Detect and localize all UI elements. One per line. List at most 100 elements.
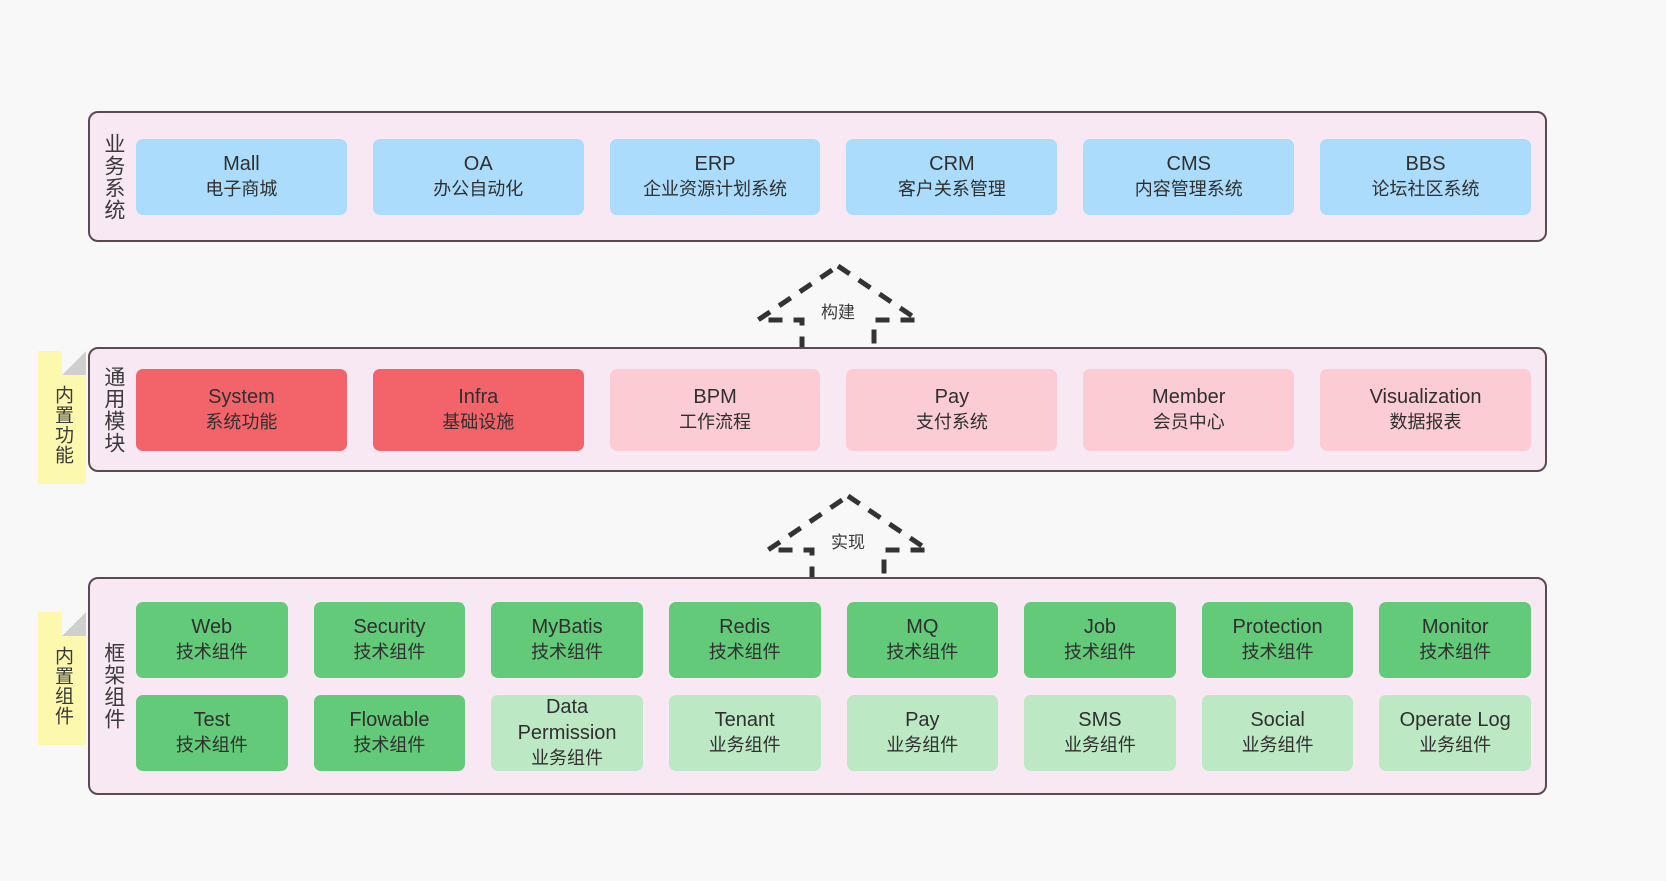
module-box-flowable[interactable]: Flowable 技术组件: [313, 694, 466, 771]
module-box-member[interactable]: Member 会员中心: [1083, 368, 1295, 451]
module-name-en: ERP: [694, 153, 736, 176]
module-name-cn: 业务组件: [708, 734, 781, 755]
module-name-en: Operate Log: [1399, 709, 1511, 732]
module-name-en: BPM: [693, 386, 737, 409]
layer-title-framework: 框架组件: [101, 642, 125, 730]
module-name-en: Infra: [458, 386, 499, 409]
module-name-en: Visualization: [1369, 386, 1482, 409]
module-name-cn: 业务组件: [1419, 734, 1492, 755]
module-name-cn: 企业资源计划系统: [643, 178, 788, 199]
module-box-oa[interactable]: OA 办公自动化: [372, 138, 584, 215]
module-name-cn: 技术组件: [1241, 641, 1314, 662]
module-box-data-permission[interactable]: Data Permission 业务组件: [491, 694, 643, 771]
layer-business-systems: 业务系统 Mall 电子商城 OA 办公自动化 ERP 企业资源计划系统 CRM…: [88, 111, 1547, 242]
layer-body-business: Mall 电子商城 OA 办公自动化 ERP 企业资源计划系统 CRM 客户关系…: [136, 113, 1545, 240]
module-name-cn: 工作流程: [679, 411, 752, 432]
module-name-en: Pay: [905, 709, 940, 732]
connector-realize: 实现: [758, 488, 938, 588]
module-name-cn: 支付系统: [915, 411, 988, 432]
module-name-cn: 论坛社区系统: [1371, 178, 1480, 199]
module-name-en: Pay: [934, 386, 970, 409]
dashed-hollow-arrow-up-icon: [749, 262, 927, 357]
module-box-security[interactable]: Security 技术组件: [313, 601, 466, 678]
box-row: Test 技术组件 Flowable 技术组件 Data Permission …: [136, 694, 1531, 771]
module-box-redis[interactable]: Redis 技术组件: [668, 601, 821, 678]
module-box-sms[interactable]: SMS 业务组件: [1024, 694, 1176, 771]
module-name-en: Member: [1152, 386, 1226, 409]
module-name-cn: 业务组件: [1063, 734, 1136, 755]
layer-framework-components: 框架组件 Web 技术组件 Security 技术组件 MyBatis 技术组件…: [88, 577, 1547, 795]
dashed-hollow-arrow-up-icon: [759, 492, 937, 587]
module-name-en: MQ: [906, 616, 939, 639]
module-box-social[interactable]: Social 业务组件: [1201, 694, 1354, 771]
module-box-visualization[interactable]: Visualization 数据报表: [1320, 368, 1531, 451]
sticky-note-label: 内置功能: [52, 384, 74, 465]
module-box-web[interactable]: Web 技术组件: [136, 601, 288, 678]
module-name-en: Test: [193, 709, 231, 732]
layer-title-common: 通用模块: [101, 365, 125, 454]
module-box-system[interactable]: System 系统功能: [136, 368, 347, 451]
module-name-en: Protection: [1232, 616, 1323, 639]
module-name-cn: 会员中心: [1152, 411, 1225, 432]
module-box-mybatis[interactable]: MyBatis 技术组件: [491, 601, 643, 678]
sticky-note-label: 内置组件: [52, 645, 74, 726]
module-name-cn: 技术组件: [353, 734, 426, 755]
module-name-cn: 内容管理系统: [1134, 178, 1243, 199]
box-row: Mall 电子商城 OA 办公自动化 ERP 企业资源计划系统 CRM 客户关系…: [136, 138, 1531, 215]
module-box-monitor[interactable]: Monitor 技术组件: [1379, 601, 1531, 678]
module-name-en: SMS: [1078, 709, 1122, 732]
module-box-erp[interactable]: ERP 企业资源计划系统: [609, 138, 821, 215]
module-box-operate-log[interactable]: Operate Log 业务组件: [1379, 694, 1531, 771]
module-name-cn: 技术组件: [708, 641, 781, 662]
module-box-test[interactable]: Test 技术组件: [136, 694, 288, 771]
module-box-bpm[interactable]: BPM 工作流程: [609, 368, 821, 451]
sticky-note-builtin-features: 内置功能: [38, 351, 86, 484]
module-name-en: System: [208, 386, 275, 409]
module-name-cn: 技术组件: [886, 641, 959, 662]
module-box-cms[interactable]: CMS 内容管理系统: [1083, 138, 1295, 215]
connector-build: 构建: [748, 258, 928, 358]
module-name-cn: 电子商城: [205, 178, 278, 199]
box-row: System 系统功能 Infra 基础设施 BPM 工作流程 Pay 支付系统…: [136, 368, 1531, 451]
module-name-cn: 客户关系管理: [897, 178, 1006, 199]
module-box-crm[interactable]: CRM 客户关系管理: [846, 138, 1058, 215]
module-name-cn: 基础设施: [442, 411, 515, 432]
module-box-pay[interactable]: Pay 支付系统: [846, 368, 1058, 451]
module-name-cn: 技术组件: [1419, 641, 1492, 662]
module-name-en: BBS: [1405, 153, 1446, 176]
layer-common-modules: 通用模块 System 系统功能 Infra 基础设施 BPM 工作流程 Pay…: [88, 347, 1547, 472]
module-name-en: CRM: [929, 153, 975, 176]
module-name-en: Mall: [223, 153, 260, 176]
module-box-pay-component[interactable]: Pay 业务组件: [846, 694, 999, 771]
module-name-en: Job: [1083, 616, 1117, 639]
module-box-bbs[interactable]: BBS 论坛社区系统: [1320, 138, 1531, 215]
module-name-en: Web: [191, 616, 233, 639]
module-name-cn: 技术组件: [353, 641, 426, 662]
module-name-en: MyBatis: [531, 616, 603, 639]
module-box-protection[interactable]: Protection 技术组件: [1201, 601, 1354, 678]
module-name-en: Redis: [719, 616, 771, 639]
module-name-en: Monitor: [1421, 616, 1489, 639]
module-name-cn: 业务组件: [886, 734, 959, 755]
module-name-cn: 办公自动化: [433, 178, 524, 199]
layer-body-framework: Web 技术组件 Security 技术组件 MyBatis 技术组件 Redi…: [136, 579, 1545, 793]
module-box-job[interactable]: Job 技术组件: [1024, 601, 1176, 678]
module-box-mall[interactable]: Mall 电子商城: [136, 138, 347, 215]
module-name-cn: 数据报表: [1389, 411, 1462, 432]
module-box-infra[interactable]: Infra 基础设施: [372, 368, 584, 451]
box-row: Web 技术组件 Security 技术组件 MyBatis 技术组件 Redi…: [136, 601, 1531, 678]
module-name-en: Data Permission: [517, 696, 617, 744]
module-name-cn: 技术组件: [175, 641, 248, 662]
module-box-mq[interactable]: MQ 技术组件: [846, 601, 999, 678]
module-name-cn: 业务组件: [531, 747, 604, 768]
module-box-tenant[interactable]: Tenant 业务组件: [668, 694, 821, 771]
module-name-cn: 技术组件: [531, 641, 604, 662]
layer-body-common: System 系统功能 Infra 基础设施 BPM 工作流程 Pay 支付系统…: [136, 349, 1545, 470]
sticky-note-builtin-components: 内置组件: [38, 612, 86, 745]
module-name-en: OA: [463, 153, 493, 176]
module-name-en: CMS: [1166, 153, 1211, 176]
module-name-en: Flowable: [349, 709, 430, 732]
module-name-cn: 技术组件: [175, 734, 248, 755]
layer-title-business: 业务系统: [101, 132, 125, 221]
module-name-en: Security: [353, 616, 426, 639]
